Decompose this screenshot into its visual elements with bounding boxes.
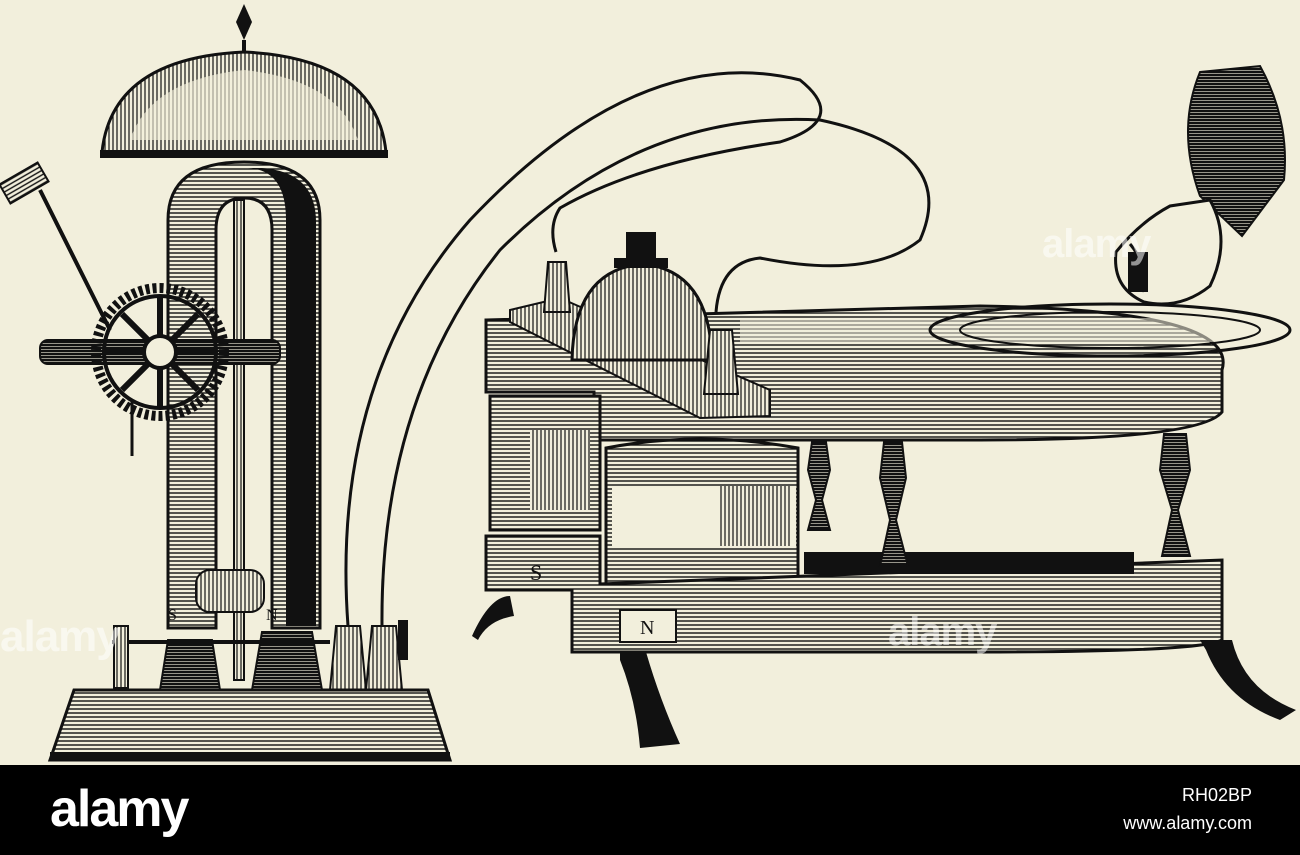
engraving-svg: S N [0, 4, 1296, 762]
foot [472, 596, 514, 640]
induction-apparatus: S N [472, 64, 1296, 748]
turned-legs [806, 433, 1192, 567]
left-pole-n-label: N [266, 607, 278, 624]
right-pole-s-label: S [530, 560, 542, 585]
foot [620, 652, 680, 748]
watermark: alamy [0, 612, 121, 661]
left-pole-s-label: S [168, 607, 177, 624]
site-url-link[interactable]: www.alamy.com [1123, 813, 1252, 833]
terminal-post [328, 625, 368, 691]
magneto-machine: S N [0, 4, 453, 762]
dome-knob [626, 232, 656, 262]
crank-handle [0, 161, 50, 205]
rotating-disc [928, 302, 1292, 358]
sleeve-cuff [1187, 64, 1286, 238]
binding-post [702, 329, 740, 395]
spark-dome [570, 262, 714, 362]
watermark: alamy [1042, 222, 1151, 266]
gear-wheel [91, 283, 229, 421]
watermark: alamy [888, 610, 997, 654]
binding-post [542, 261, 572, 313]
stock-footer-bar: alamy RH02BP www.alamy.com [0, 765, 1300, 855]
finial [236, 4, 252, 40]
right-pole-n-label: N [640, 617, 654, 639]
foot [1200, 640, 1296, 720]
armature-coil [195, 569, 265, 613]
crank-arm [38, 189, 112, 331]
engraving-illustration: S N [0, 4, 1296, 762]
image-id-label: RH02BP [1181, 785, 1252, 805]
connecting-wires [344, 71, 931, 627]
terminal-post [364, 625, 404, 691]
alamy-logo[interactable]: alamy [50, 780, 189, 838]
horseshoe-magnet [166, 160, 322, 630]
machine-base [47, 688, 453, 762]
